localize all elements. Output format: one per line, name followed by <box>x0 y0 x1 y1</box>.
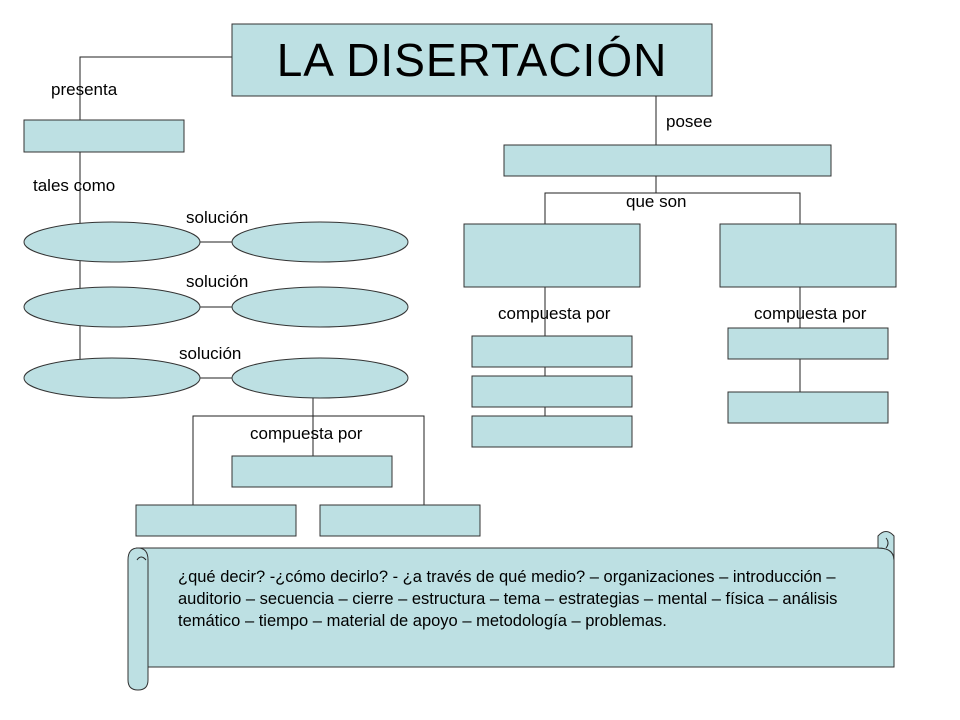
label-compuesta-por-right: compuesta por <box>754 304 867 323</box>
label-compuesta-por-mid: compuesta por <box>498 304 611 323</box>
left-composed-box-top <box>231 455 393 488</box>
que-son-bracket <box>544 192 801 224</box>
problem-ellipse-3 <box>23 357 201 399</box>
left-composed-box-bottom-1 <box>135 504 297 537</box>
label-posee: posee <box>666 112 713 131</box>
title-to-left-branch <box>79 56 232 120</box>
label-tales-como: tales como <box>33 176 116 195</box>
mid-component-box-1 <box>471 335 633 368</box>
mid-component-box-2 <box>471 375 633 408</box>
presenta-box <box>23 119 185 153</box>
scroll-left-roll-detail <box>136 556 147 561</box>
label-compuesta-por-left: compuesta por <box>250 424 363 443</box>
scroll-banner <box>127 531 895 691</box>
label-solucion-1: solución <box>186 208 249 227</box>
label-que-son: que son <box>626 192 687 211</box>
right-component-box-1 <box>727 327 889 360</box>
solution-ellipse-2 <box>231 286 409 328</box>
title-box <box>231 23 713 97</box>
posee-box <box>503 144 832 177</box>
rect-boxes <box>23 23 897 537</box>
connectors <box>79 56 801 505</box>
label-solucion-2: solución <box>186 272 249 291</box>
solution-ellipse-1 <box>231 221 409 263</box>
scroll-text: ¿qué decir? -¿cómo decirlo? - ¿a través … <box>178 568 838 630</box>
que-son-box-right <box>719 223 897 288</box>
left-bottom-bracket <box>192 415 425 505</box>
scroll-right-curl-detail <box>885 537 889 549</box>
que-son-box-left <box>463 223 641 288</box>
scroll-top-right-curl <box>877 531 895 561</box>
problem-ellipse-2 <box>23 286 201 328</box>
solution-ellipses <box>23 221 409 399</box>
scroll-left-roll <box>127 547 149 691</box>
left-composed-box-bottom-2 <box>319 504 481 537</box>
page-title: LA DISERTACIÓN <box>276 34 668 86</box>
right-component-box-2 <box>727 391 889 424</box>
mid-component-box-3 <box>471 415 633 448</box>
problem-ellipse-1 <box>23 221 201 263</box>
label-solucion-3: solución <box>179 344 242 363</box>
label-presenta: presenta <box>51 80 118 99</box>
solution-ellipse-3 <box>231 357 409 399</box>
